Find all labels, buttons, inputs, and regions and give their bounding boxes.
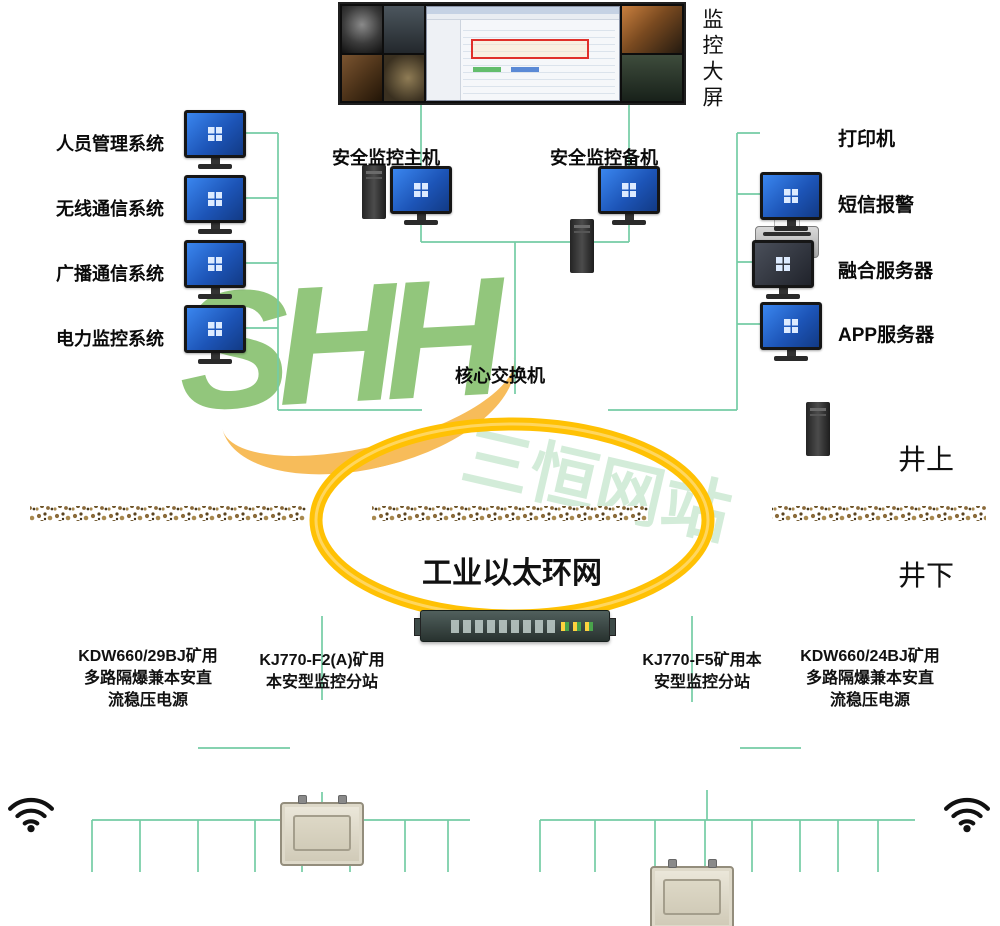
fusion-server-monitor xyxy=(752,240,814,299)
wifi-icon xyxy=(8,797,54,833)
wall-camera-feed xyxy=(342,54,382,101)
monitor-screen xyxy=(184,175,246,223)
label-sms-alarm: 短信报警 xyxy=(838,195,915,216)
monitor-screen xyxy=(760,172,822,220)
label-wireless-system: 无线通信系统 xyxy=(56,199,164,219)
monitor-screen xyxy=(760,302,822,350)
wall-app-menubar xyxy=(426,14,620,20)
switch-ports xyxy=(451,620,555,633)
primary-host-monitor xyxy=(390,166,452,225)
monitor-wireless-system xyxy=(184,175,246,234)
label-broadcast-system: 广播通信系统 xyxy=(56,264,164,284)
monitor-broadcast-system xyxy=(184,240,246,299)
monitor-screen xyxy=(184,110,246,158)
label-right-substation: KJ770-F5矿用本 安型监控分站 xyxy=(642,652,762,691)
windows-logo-icon xyxy=(208,257,222,271)
label-backup-host: 安全监控备机 xyxy=(550,148,658,168)
big-screen-label: 监控大屏 xyxy=(700,8,723,112)
video-wall xyxy=(338,2,686,105)
core-switch-device xyxy=(414,610,616,642)
ground-strip-middle xyxy=(372,506,648,521)
wall-app-status-green xyxy=(472,67,501,72)
wall-app-table xyxy=(462,24,616,96)
junction-box-left xyxy=(280,795,364,866)
ring-label: 工业以太环网 xyxy=(422,557,602,590)
monitor-screen xyxy=(184,240,246,288)
wall-camera-feed xyxy=(342,6,382,53)
fusion-server-tower xyxy=(806,402,830,456)
monitor-personnel-system xyxy=(184,110,246,169)
wall-app-status-blue xyxy=(510,67,539,72)
junction-box-right xyxy=(650,859,734,926)
windows-logo-icon xyxy=(622,183,636,197)
sms-alarm-monitor xyxy=(760,172,822,231)
primary-host-tower xyxy=(362,165,386,219)
label-left-power-supply: KDW660/29BJ矿用 多路隔爆兼本安直 流稳压电源 xyxy=(78,648,218,709)
label-core-switch: 核心交换机 xyxy=(455,366,545,386)
windows-logo-icon xyxy=(784,319,798,333)
wall-camera-feed xyxy=(383,6,424,53)
wall-app-highlight-box xyxy=(470,39,589,59)
monitor-screen xyxy=(390,166,452,214)
app-server-monitor xyxy=(760,302,822,361)
label-power-monitor-system: 电力监控系统 xyxy=(56,329,164,349)
label-printer: 打印机 xyxy=(838,129,896,150)
windows-logo-icon xyxy=(776,257,790,271)
windows-logo-icon xyxy=(208,127,222,141)
label-left-substation: KJ770-F2(A)矿用 本安型监控分站 xyxy=(259,652,385,691)
label-personnel-system: 人员管理系统 xyxy=(56,134,164,154)
wall-camera-feed xyxy=(383,54,424,101)
zone-surface-label: 井上 xyxy=(898,444,955,475)
label-fusion-server: 融合服务器 xyxy=(838,261,934,282)
backup-host-tower xyxy=(570,219,594,273)
ground-strip-right xyxy=(772,506,986,521)
monitor-power-system xyxy=(184,305,246,364)
wall-camera-feed xyxy=(622,6,683,53)
switch-leds xyxy=(561,622,597,631)
wall-app-window xyxy=(425,6,621,101)
windows-logo-icon xyxy=(208,322,222,336)
monitor-screen xyxy=(598,166,660,214)
windows-logo-icon xyxy=(208,192,222,206)
label-primary-host: 安全监控主机 xyxy=(332,148,440,168)
monitor-screen xyxy=(184,305,246,353)
windows-logo-icon xyxy=(784,189,798,203)
ground-strip-left xyxy=(30,506,306,521)
label-right-power-supply: KDW660/24BJ矿用 多路隔爆兼本安直 流稳压电源 xyxy=(800,648,940,709)
backup-host-monitor xyxy=(598,166,660,225)
wifi-icon xyxy=(944,797,990,833)
monitor-screen xyxy=(752,240,814,288)
wall-camera-feed xyxy=(622,54,683,101)
zone-underground-label: 井下 xyxy=(898,560,955,591)
wall-app-titlebar xyxy=(426,7,620,14)
wall-app-sidebar xyxy=(426,20,461,100)
label-app-server: APP服务器 xyxy=(838,325,935,346)
windows-logo-icon xyxy=(414,183,428,197)
